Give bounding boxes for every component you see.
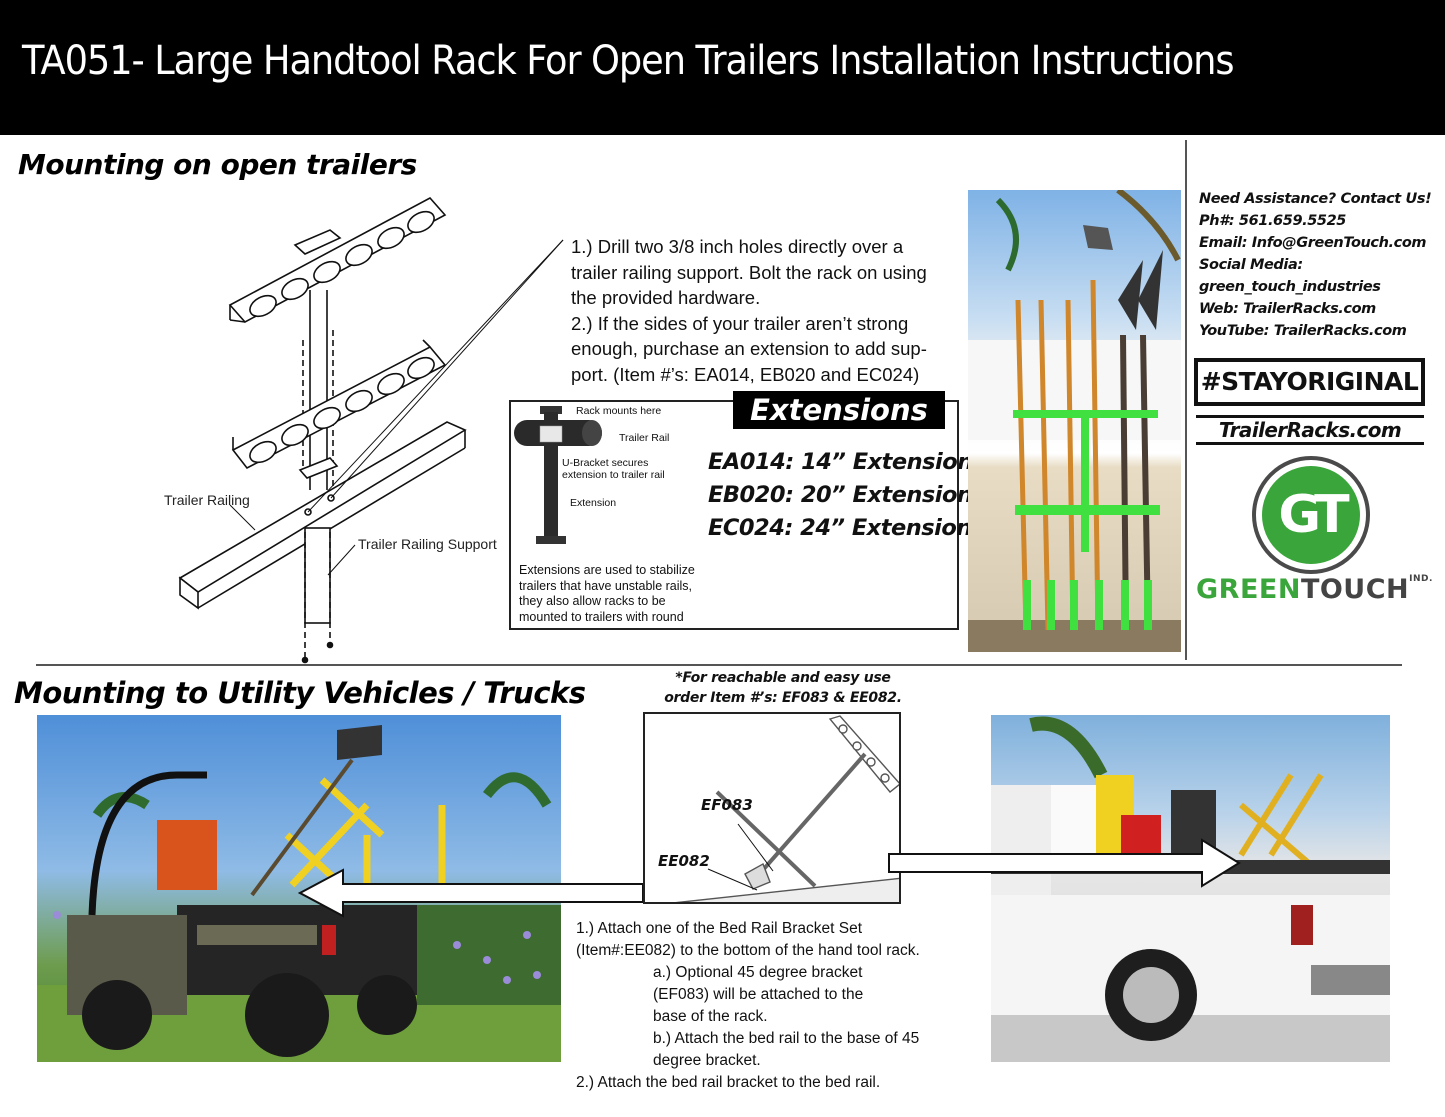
trailer-instructions: 1.) Drill two 3/8 inch holes directly ov… xyxy=(571,234,971,387)
contact-youtube[interactable]: YouTube: TrailerRacks.com xyxy=(1199,323,1407,339)
extensions-title: Extensions xyxy=(733,391,945,429)
bedrail-diagram: EF083 EE082 xyxy=(643,712,901,904)
contact-social-label: Social Media: xyxy=(1199,257,1303,273)
instruction-line: 1.) Attach one of the Bed Rail Bracket S… xyxy=(576,920,863,937)
note-line: they also allow racks to be xyxy=(519,594,666,608)
horizontal-divider xyxy=(36,664,1402,666)
contact-email[interactable]: Email: Info@GreenTouch.com xyxy=(1199,235,1427,251)
instruction-line: trailer railing support. Bolt the rack o… xyxy=(571,261,927,283)
label-u-bracket-1: U-Bracket secures xyxy=(562,457,649,469)
arrow-right-icon xyxy=(888,838,1241,888)
instruction-line: enough, purchase an extension to add sup… xyxy=(571,338,927,359)
contact-info: Need Assistance? Contact Us! Ph#: 561.65… xyxy=(1199,188,1432,342)
instruction-line: 1.) Drill two 3/8 inch holes directly ov… xyxy=(571,236,904,257)
instruction-line: 2.) If the sides of your trailer aren’t … xyxy=(571,312,909,334)
note-line: *For reachable and easy use xyxy=(675,670,891,686)
label-ee082: EE082 xyxy=(658,852,710,870)
truck-photo xyxy=(991,715,1390,1062)
rack-mount-diagram: Trailer Railing Trailer Railing Support xyxy=(155,190,575,665)
label-u-bracket-2: extension to trailer rail xyxy=(562,469,665,481)
stayoriginal-badge: #STAYORIGINAL xyxy=(1194,358,1425,406)
instruction-line: 2.) Attach the bed rail bracket to the b… xyxy=(576,1074,881,1091)
trailerracks-logo[interactable]: TrailerRacks.com xyxy=(1196,415,1424,445)
label-trailer-railing-support: Trailer Railing Support xyxy=(358,536,497,552)
label-trailer-railing: Trailer Railing xyxy=(164,492,250,508)
gt-mark: GT xyxy=(1262,466,1360,564)
header-banner: TA051- Large Handtool Rack For Open Trai… xyxy=(0,0,1445,135)
label-trailer-rail: Trailer Rail xyxy=(619,432,670,444)
contact-web[interactable]: Web: TrailerRacks.com xyxy=(1199,301,1376,317)
contact-social-handle[interactable]: green_touch_industries xyxy=(1199,279,1381,295)
section-title-open-trailers: Mounting on open trailers xyxy=(18,148,417,181)
note-line: Extensions are used to stabilize xyxy=(519,563,695,577)
instruction-line: (EF083) will be attached to the xyxy=(653,986,864,1003)
greentouch-wordmark: GREENTOUCHIND. xyxy=(1196,574,1433,605)
note-line: trailers that have unstable rails, xyxy=(519,578,693,593)
instruction-line: b.) Attach the bed rail to the base of 4… xyxy=(653,1030,920,1047)
instruction-line: the provided hardware. xyxy=(571,287,761,308)
arrow-left-icon xyxy=(298,868,643,918)
instruction-line: port. (Item #’s: EA014, EB020 and EC024) xyxy=(571,363,920,385)
extension-item: EB020: 20” Extension xyxy=(708,482,973,508)
instruction-line: base of the rack. xyxy=(653,1008,768,1025)
vertical-divider xyxy=(1185,140,1187,660)
note-line: order Item #’s: EF083 & EE082. xyxy=(664,690,902,706)
rack-photo xyxy=(968,190,1181,652)
instruction-line: degree bracket. xyxy=(653,1052,761,1069)
instruction-line: (Item#:EE082) to the bottom of the hand … xyxy=(576,942,920,959)
extensions-list: EA014: 14” Extension EB020: 20” Extensio… xyxy=(708,446,973,545)
label-ef083: EF083 xyxy=(701,796,753,814)
extension-item: EA014: 14” Extension xyxy=(708,449,973,475)
bedrail-order-note: *For reachable and easy use order Item #… xyxy=(663,668,903,708)
extension-illustration xyxy=(512,402,612,552)
page-title: TA051- Large Handtool Rack For Open Trai… xyxy=(22,38,1235,84)
extension-item: EC024: 24” Extension xyxy=(708,515,972,541)
instruction-line: a.) Optional 45 degree bracket xyxy=(653,964,863,981)
contact-phone[interactable]: Ph#: 561.659.5525 xyxy=(1199,213,1346,229)
extensions-note: Extensions are used to stabilize trailer… xyxy=(519,563,695,625)
brand-touch: TOUCH xyxy=(1300,574,1410,605)
brand-suffix: IND. xyxy=(1409,574,1433,584)
greentouch-gt-logo-icon: GT xyxy=(1252,456,1370,574)
contact-heading: Need Assistance? Contact Us! xyxy=(1199,191,1432,207)
vehicle-instructions: 1.) Attach one of the Bed Rail Bracket S… xyxy=(576,918,920,1094)
label-extension: Extension xyxy=(570,497,617,509)
note-line: mounted to trailers with round xyxy=(519,609,684,624)
section-title-utility-vehicles: Mounting to Utility Vehicles / Trucks xyxy=(14,676,586,710)
label-rack-mounts: Rack mounts here xyxy=(576,405,662,417)
brand-green: GREEN xyxy=(1196,574,1301,605)
